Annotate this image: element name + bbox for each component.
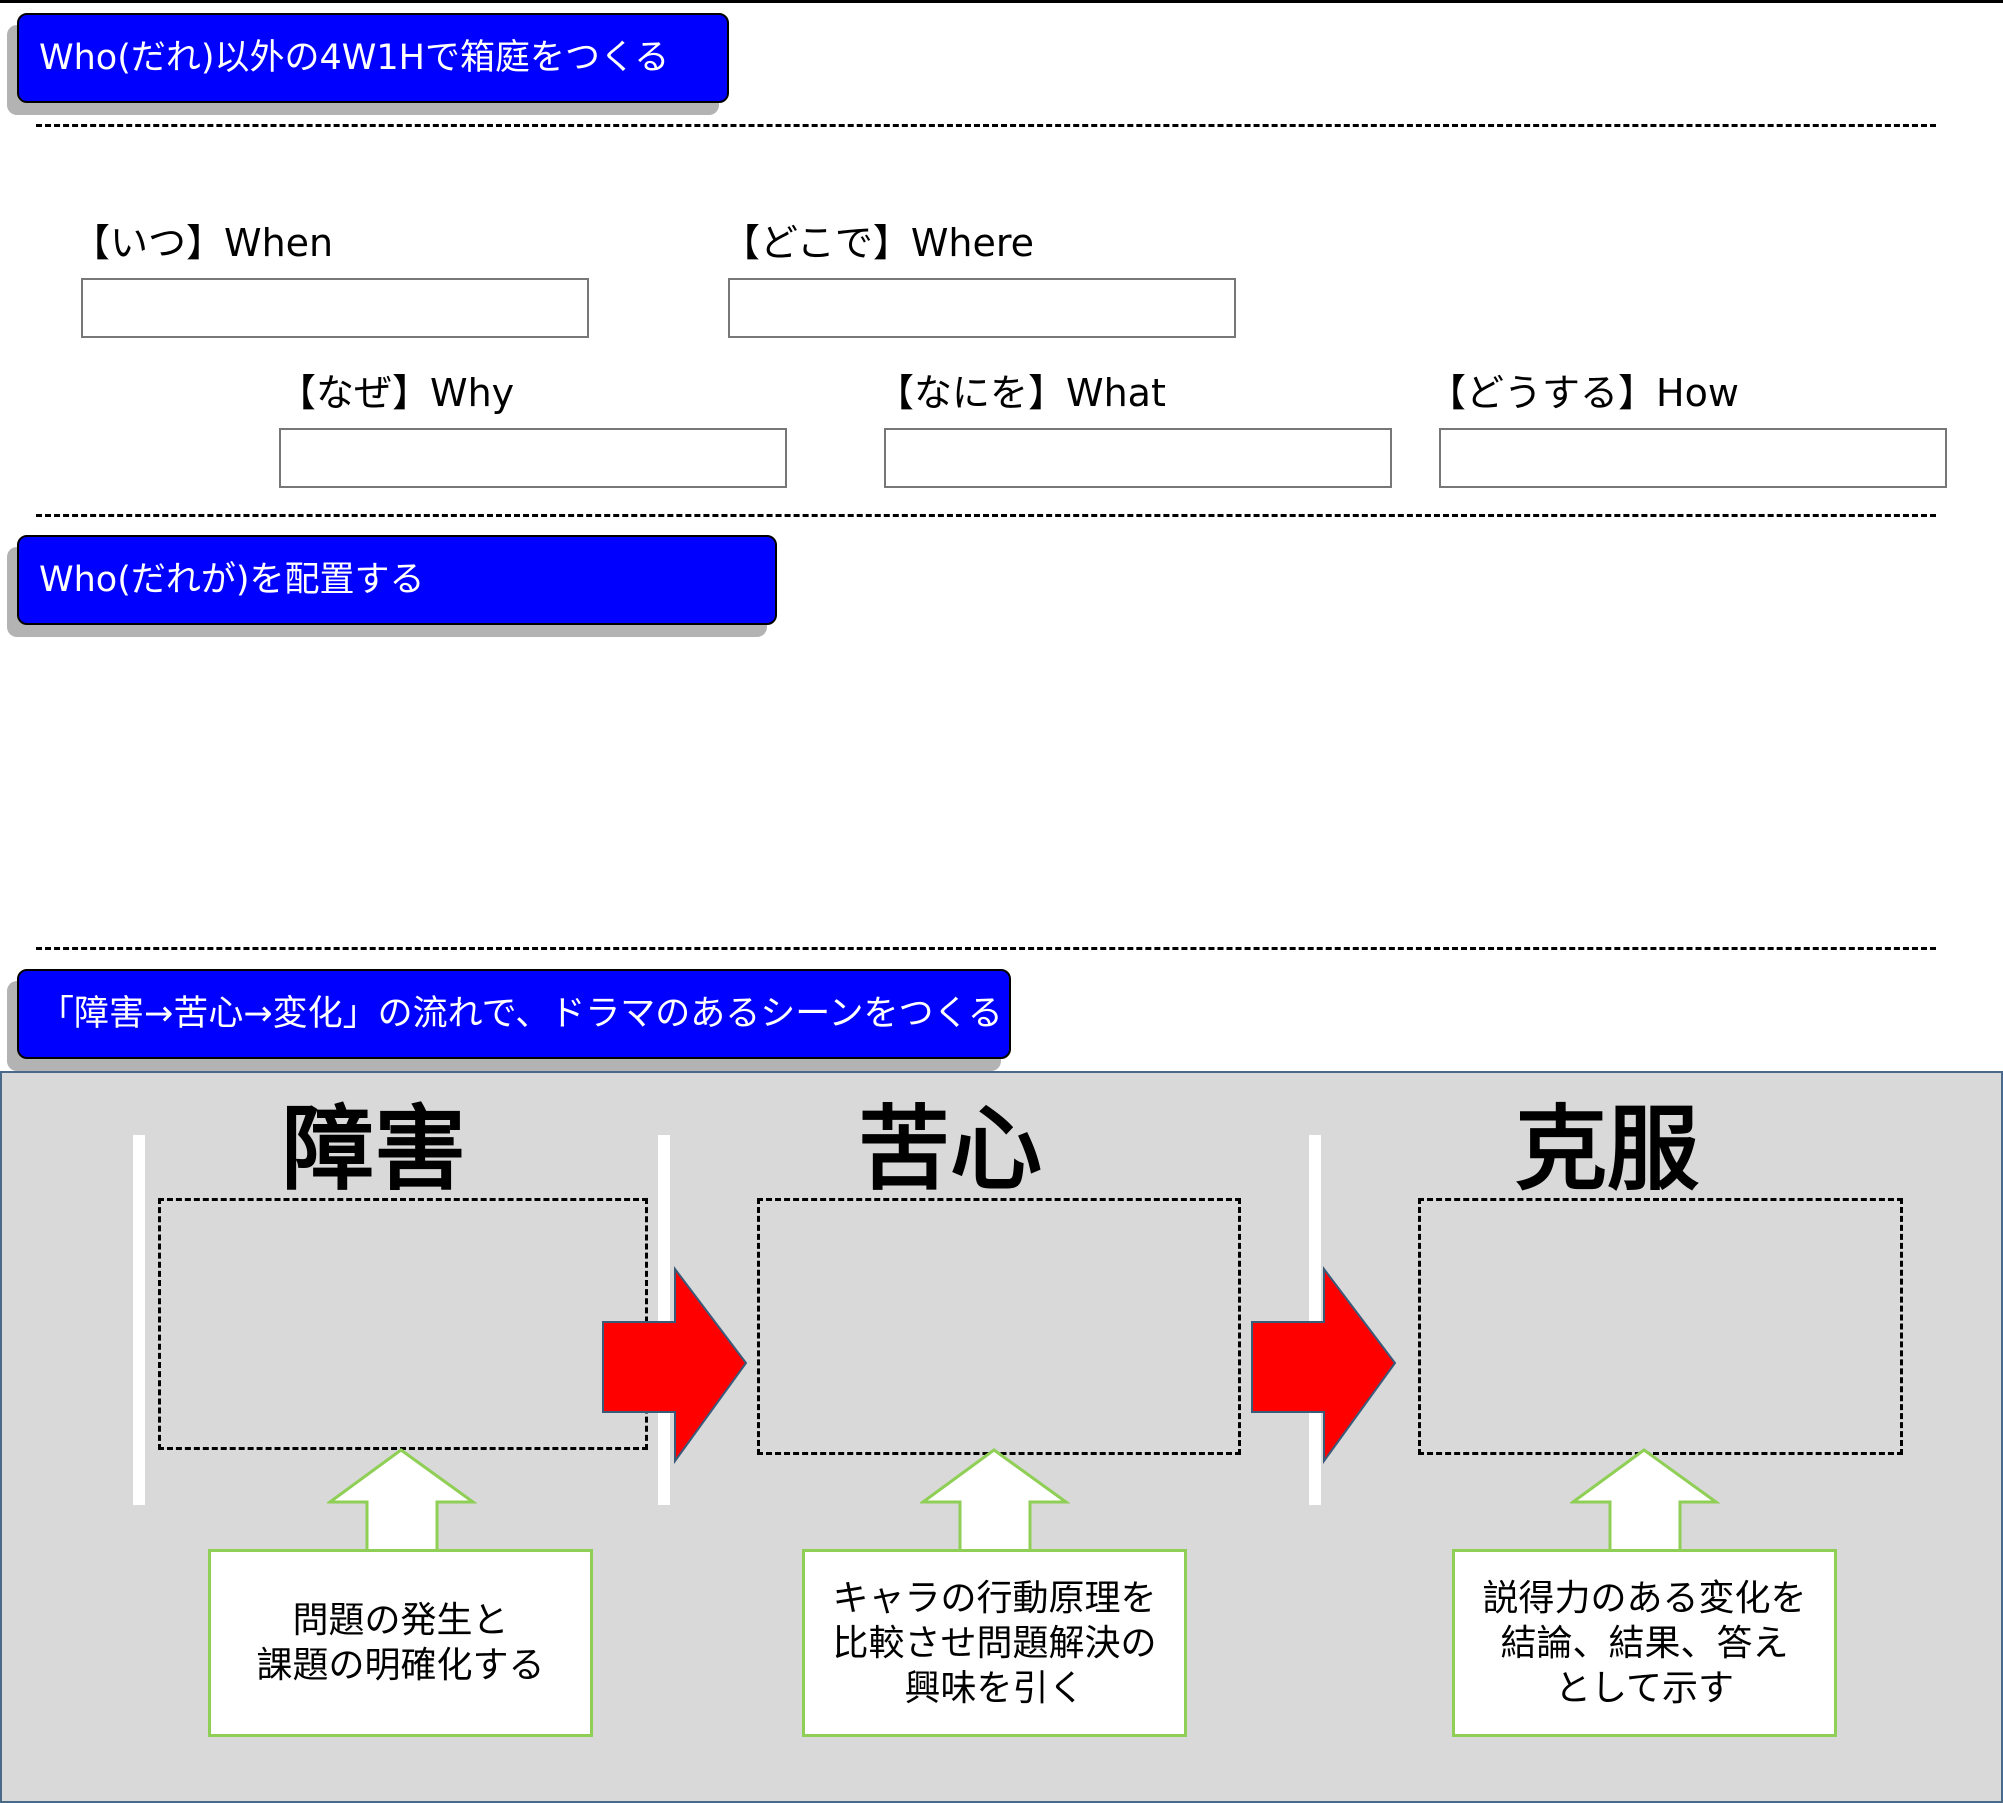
why-input[interactable]: [279, 428, 787, 488]
stage-obstacle-note-text: 問題の発生と 課題の明確化する: [256, 1600, 545, 1686]
where-input[interactable]: [728, 278, 1236, 338]
divider-1: [36, 124, 1936, 127]
section2-banner: Who(だれが)を配置する: [17, 535, 777, 625]
arrow-up-icon: [1570, 1448, 1720, 1554]
stage-overcome-title: 克服: [1515, 1096, 1700, 1203]
stage-overcome-note-text: 説得力のある変化を 結論、結果、答え として示す: [1482, 1577, 1807, 1709]
where-label: 【どこで】Where: [722, 221, 1035, 265]
stage-struggle-box: [757, 1198, 1241, 1455]
stage-struggle-note-text: キャラの行動原理を 比較させ問題解決の 興味を引く: [832, 1577, 1157, 1709]
what-input[interactable]: [884, 428, 1392, 488]
divider-2: [36, 514, 1936, 517]
when-label: 【いつ】When: [72, 221, 334, 265]
section1-banner: Who(だれ)以外の4W1Hで箱庭をつくる: [17, 13, 729, 103]
stage-obstacle-note: 問題の発生と 課題の明確化する: [208, 1549, 593, 1737]
section3-banner: 「障害→苦心→変化」の流れで、ドラマのあるシーンをつくる: [17, 969, 1011, 1059]
how-label: 【どうする】How: [1428, 371, 1739, 415]
why-label: 【なぜ】Why: [278, 371, 515, 415]
stage-struggle-note: キャラの行動原理を 比較させ問題解決の 興味を引く: [802, 1549, 1187, 1737]
how-input[interactable]: [1439, 428, 1947, 488]
stage-obstacle-title: 障害: [282, 1096, 467, 1203]
what-label: 【なにを】What: [876, 371, 1166, 415]
top-rule: [0, 0, 2003, 3]
stage-obstacle-box: [158, 1198, 648, 1450]
arrow-up-icon: [920, 1448, 1070, 1554]
stage-divider-1: [133, 1135, 145, 1505]
arrow-right-icon: [602, 1266, 748, 1465]
section3-banner-label: 「障害→苦心→変化」の流れで、ドラマのあるシーンをつくる: [39, 994, 1003, 1034]
stage-overcome-note: 説得力のある変化を 結論、結果、答え として示す: [1452, 1549, 1837, 1737]
divider-3: [36, 947, 1936, 950]
section1-banner-label: Who(だれ)以外の4W1Hで箱庭をつくる: [39, 38, 670, 78]
stage-overcome-box: [1418, 1198, 1903, 1455]
arrow-up-icon: [327, 1448, 477, 1554]
when-input[interactable]: [81, 278, 589, 338]
arrow-right-icon: [1251, 1266, 1397, 1465]
section2-banner-label: Who(だれが)を配置する: [39, 560, 425, 600]
stage-struggle-title: 苦心: [858, 1096, 1043, 1203]
